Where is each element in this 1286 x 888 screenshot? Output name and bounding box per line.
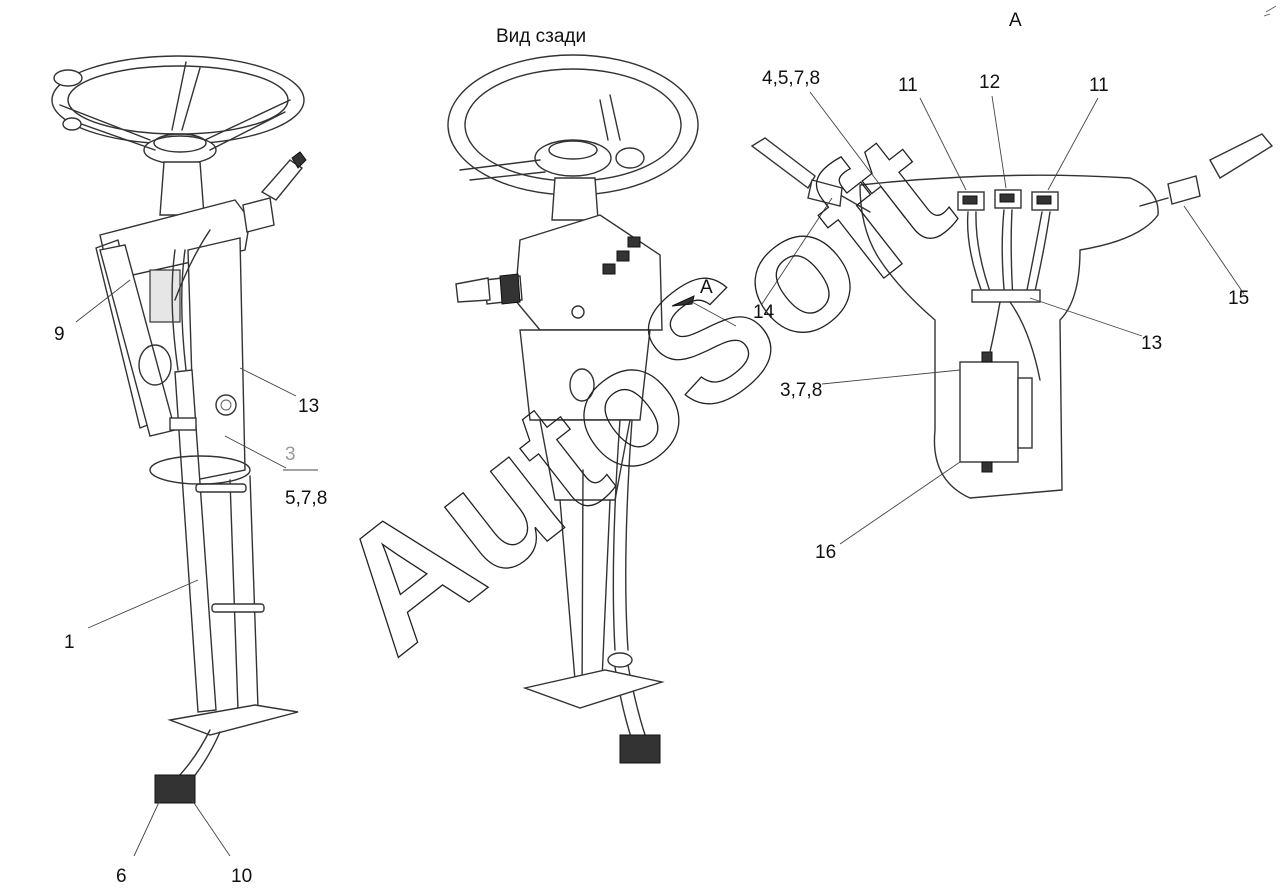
rear-lower-housing [519, 329, 651, 421]
detail-panel-outline [859, 174, 1159, 499]
rear-view [447, 54, 737, 764]
rear-connector [619, 734, 661, 764]
left-steering-column-view [51, 55, 318, 857]
rear-button-2 [616, 250, 630, 262]
callout-16: 16 [815, 542, 836, 563]
left-harness-sleeve [174, 369, 217, 713]
callout-10: 10 [231, 866, 252, 887]
detail-control-unit [959, 361, 1019, 463]
detail-a-view [750, 5, 1277, 545]
callout-11-a: 11 [898, 75, 918, 96]
callout-13-right: 13 [1141, 333, 1162, 354]
rear-switch-lever [455, 277, 491, 303]
callout-4-5-7-8: 4,5,7,8 [762, 68, 820, 89]
detail-lever-right [1209, 133, 1274, 179]
rear-button-3 [602, 263, 616, 275]
callout-1: 1 [64, 632, 75, 653]
callout-13-left: 13 [298, 396, 319, 417]
detail-a-title: А [1009, 10, 1022, 31]
left-steering-wheel [51, 55, 305, 165]
callout-6: 6 [116, 866, 127, 887]
rear-view-title: Вид сзади [496, 26, 586, 47]
left-control-unit [149, 269, 181, 323]
left-switch-lever-base [242, 197, 275, 233]
callout-3-7-8: 3,7,8 [780, 380, 822, 401]
callout-12: 12 [979, 72, 1000, 93]
watermark: AutoSoft [301, 98, 983, 689]
left-base-flange [167, 704, 299, 736]
detail-lever-left [750, 137, 816, 190]
rear-base-plate [522, 669, 665, 709]
callout-5-7-8-left: 5,7,8 [285, 488, 327, 509]
detail-cable-clamp [971, 289, 1041, 303]
left-switch-lever [260, 159, 304, 201]
callout-15: 15 [1228, 288, 1249, 309]
callout-9: 9 [54, 324, 65, 345]
rear-steering-wheel [447, 54, 699, 196]
view-a-arrow [671, 295, 695, 307]
left-connector [154, 774, 196, 804]
rear-button-1 [627, 236, 641, 248]
callout-3-left: 3 [285, 444, 296, 465]
callout-11-b: 11 [1089, 75, 1109, 96]
callout-14: 14 [753, 302, 775, 323]
view-arrow-label: А [700, 277, 713, 298]
